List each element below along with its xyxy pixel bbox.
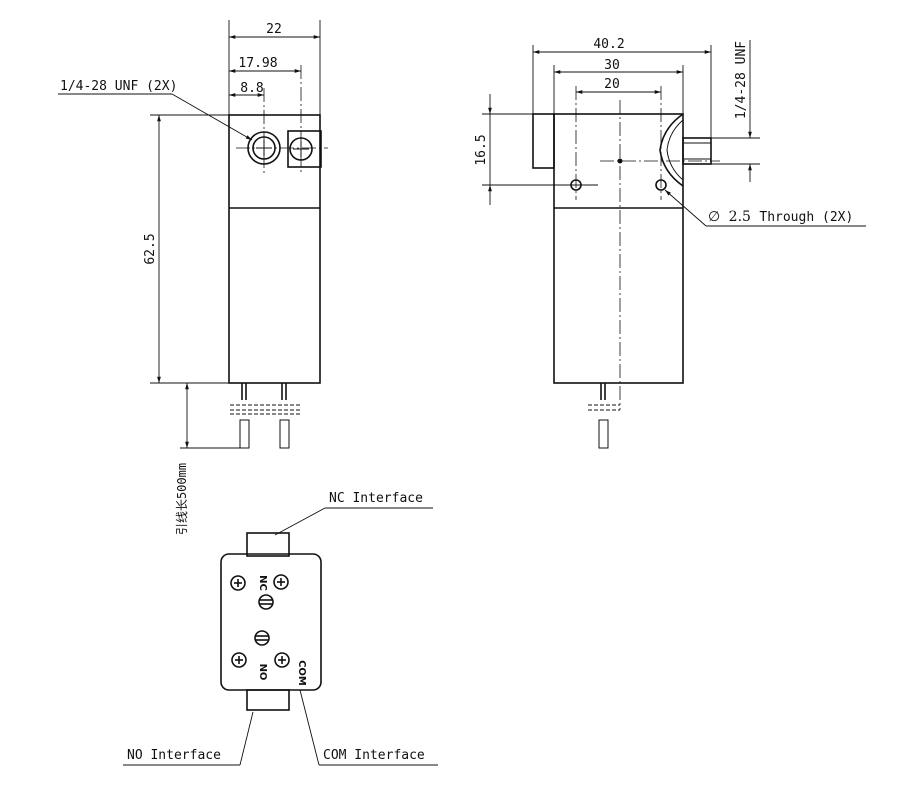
- dim-label-8-8: 8.8: [240, 81, 263, 96]
- side-lead: [588, 383, 620, 449]
- callout-no-interface: NO Interface: [123, 711, 254, 766]
- com-interface-label: COM Interface: [323, 748, 425, 763]
- no-port-stub: [246, 689, 290, 711]
- dim-label-62-5: 62.5: [143, 233, 158, 264]
- bottom-body-outline: [220, 553, 322, 691]
- through-diameter-label: 2.5: [729, 209, 751, 225]
- port-label-no: NO: [257, 664, 268, 681]
- side-body-outline: [553, 113, 684, 384]
- port-label-com: COM: [296, 660, 307, 686]
- dim-side-height: 16.5: [474, 94, 598, 205]
- dim-side-inner: 30: [553, 58, 684, 114]
- through-text-label: Through (2X): [759, 210, 853, 225]
- dim-side-hole-spacing: 20: [576, 77, 661, 94]
- callout-unf-side: 1/4-28 UNF: [711, 40, 760, 182]
- dim-side-width: 40.2: [532, 37, 712, 138]
- dim-front-width: 22: [228, 20, 321, 115]
- diameter-symbol: ∅: [708, 209, 720, 225]
- lead-length-label: 引线长500mm: [175, 463, 189, 535]
- side-left-tab: [532, 113, 555, 169]
- valve-lower: [254, 630, 270, 646]
- front-view: 22 17.98 8.8 62.5 引线长500mm: [58, 20, 328, 535]
- dim-front-port-offset: 8.8: [229, 81, 264, 97]
- front-fitting-block: [287, 130, 322, 168]
- screw-nc-right: [273, 574, 289, 590]
- side-view: 40.2 30 20 16.5 1/4-28 UN: [474, 37, 866, 449]
- screw-nc-left: [230, 575, 246, 591]
- svg-text:∅ 2.5 Through: ∅ 2.5 Through (2X): [708, 209, 853, 225]
- valve-upper: [258, 594, 274, 610]
- screw-com-right: [274, 652, 290, 668]
- callout-nc-interface: NC Interface: [274, 491, 433, 536]
- callout-through: ∅ 2.5 Through (2X): [664, 189, 866, 227]
- dim-label-20: 20: [604, 77, 620, 92]
- dim-front-port-spacing: 17.98: [229, 56, 301, 73]
- nc-port-stub: [246, 532, 290, 557]
- dim-label-40-2: 40.2: [593, 37, 624, 52]
- dim-label-16-5: 16.5: [474, 134, 489, 165]
- screw-no-left: [231, 652, 247, 668]
- dim-lead-length: 引线长500mm: [175, 382, 240, 535]
- dim-label-22: 22: [266, 22, 282, 37]
- dim-label-30: 30: [604, 58, 620, 73]
- no-interface-label: NO Interface: [127, 748, 221, 763]
- callout-com-interface: COM Interface: [299, 689, 438, 766]
- front-body-outline: [228, 114, 321, 384]
- dim-label-17-98: 17.98: [238, 56, 277, 71]
- front-leads: [230, 383, 300, 449]
- port-label-nc: NC: [257, 575, 268, 591]
- unf-2x-label: 1/4-28 UNF (2X): [60, 79, 177, 94]
- side-fitting: [659, 113, 712, 187]
- unf-side-label: 1/4-28 UNF: [734, 41, 749, 119]
- dim-front-height: 62.5: [143, 114, 229, 384]
- callout-unf-2x: 1/4-28 UNF (2X): [58, 79, 253, 141]
- bottom-view: NC NO COM NC Interface NO Interface COM …: [123, 491, 438, 766]
- nc-interface-label: NC Interface: [329, 491, 423, 506]
